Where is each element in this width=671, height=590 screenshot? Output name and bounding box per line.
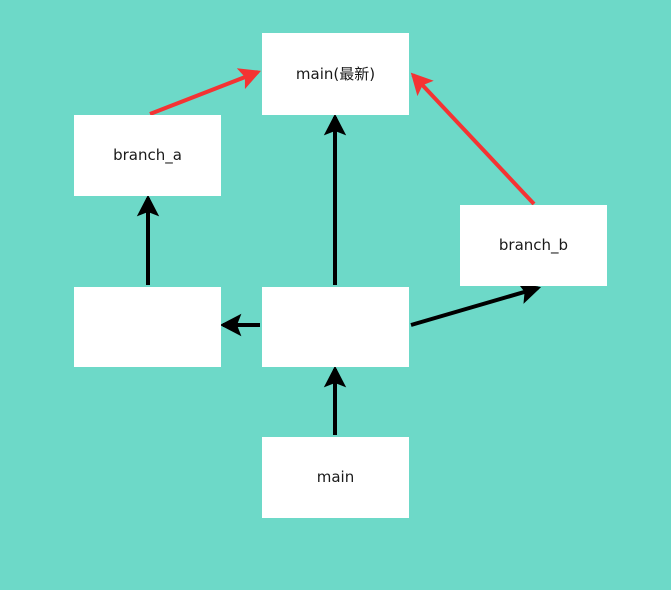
node-label: main(最新) (295, 64, 376, 83)
node-commit-left[interactable] (74, 287, 221, 367)
node-label: branch_b (498, 236, 569, 254)
node-label: branch_a (113, 146, 182, 164)
node-branch-b[interactable]: branch_b (460, 205, 607, 286)
node-main-latest[interactable]: main(最新) (262, 33, 409, 115)
node-label: main (316, 468, 355, 486)
node-branch-a[interactable]: branch_a (74, 115, 221, 196)
node-commit-center[interactable] (262, 287, 409, 367)
node-main-base[interactable]: main (262, 437, 409, 518)
